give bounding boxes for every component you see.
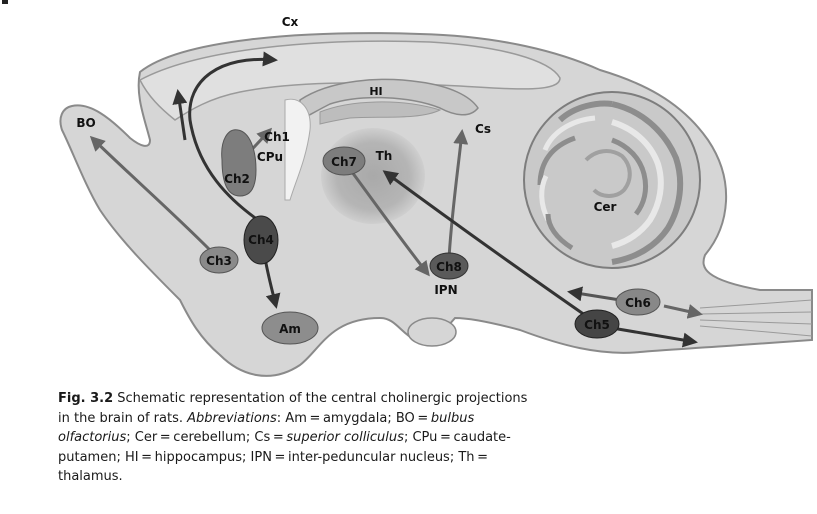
nucleus-label-ch3: Ch3 <box>206 254 232 268</box>
ventricle <box>284 98 311 201</box>
nucleus-label-ch5: Ch5 <box>584 318 610 332</box>
region-label-cpu: CPu <box>257 150 283 164</box>
region-label-am: Am <box>279 322 301 336</box>
region-label-ipn: IPN <box>434 283 457 297</box>
projection-ch5-right <box>611 326 698 348</box>
projection-ch8-cs <box>447 129 469 259</box>
nucleus-label-ch6: Ch6 <box>625 296 651 310</box>
projection-ch4-cortex <box>188 51 278 222</box>
nucleus-ch8: Ch8 <box>429 252 469 280</box>
nucleus-ch5: Ch5 <box>574 309 620 339</box>
figure-number: Fig. 3.2 <box>58 391 114 406</box>
amygdala: Am <box>261 311 319 345</box>
nucleus-ch3: Ch3 <box>199 246 239 274</box>
caption-cs-term: superior colliculus <box>286 430 404 445</box>
caption-text-3: ; Cer = cerebellum; Cs = <box>126 430 287 445</box>
cerebellum <box>523 91 701 269</box>
projection-ch6-left <box>567 286 621 302</box>
caption-text-4: ; CPu = caudate-putamen; HI = hippocampu… <box>58 430 511 484</box>
region-label-cs: Cs <box>475 122 491 136</box>
nucleus-label-ch8: Ch8 <box>436 260 462 274</box>
region-label-cer: Cer <box>594 200 617 214</box>
nucleus-ch2: Ch2 <box>221 129 257 197</box>
corner-mark <box>2 0 8 4</box>
region-label-bo: BO <box>76 116 95 130</box>
nucleus-ch7: Ch7 <box>322 146 366 176</box>
nucleus-label-ch2: Ch2 <box>224 172 250 186</box>
caption-text-1: Schematic representation of the central … <box>58 391 528 426</box>
thalamus-region <box>321 128 425 224</box>
brainstem-lines <box>699 299 813 337</box>
caption-text-2: : Am = amygdala; BO = <box>276 410 431 426</box>
projection-ch3-bo <box>89 135 212 252</box>
figure-caption: Fig. 3.2 Schematic representation of the… <box>58 389 528 487</box>
region-label-cx: Cx <box>282 15 299 29</box>
caption-bo-term: bulbus olfactorius <box>58 410 475 446</box>
nucleus-label-ch7: Ch7 <box>331 155 357 169</box>
hippocampus-inner <box>319 101 442 125</box>
nucleus-ch4: Ch4 <box>243 215 279 265</box>
nucleus-label-ch4: Ch4 <box>248 233 274 247</box>
caption-abbrev-label: Abbreviations <box>187 410 277 426</box>
region-label-th: Th <box>376 149 393 163</box>
projection-ch5-th <box>382 170 593 322</box>
ipn-bump <box>407 317 457 347</box>
region-label-hi: HI <box>369 85 382 98</box>
nucleus-ch6: Ch6 <box>615 288 661 316</box>
projection-ch6-right <box>663 304 703 319</box>
hippocampus <box>299 78 479 122</box>
projection-ch4-branch <box>172 89 188 141</box>
region-label-ch1: Ch1 <box>264 130 290 144</box>
projection-ch7-ipn <box>350 171 430 277</box>
